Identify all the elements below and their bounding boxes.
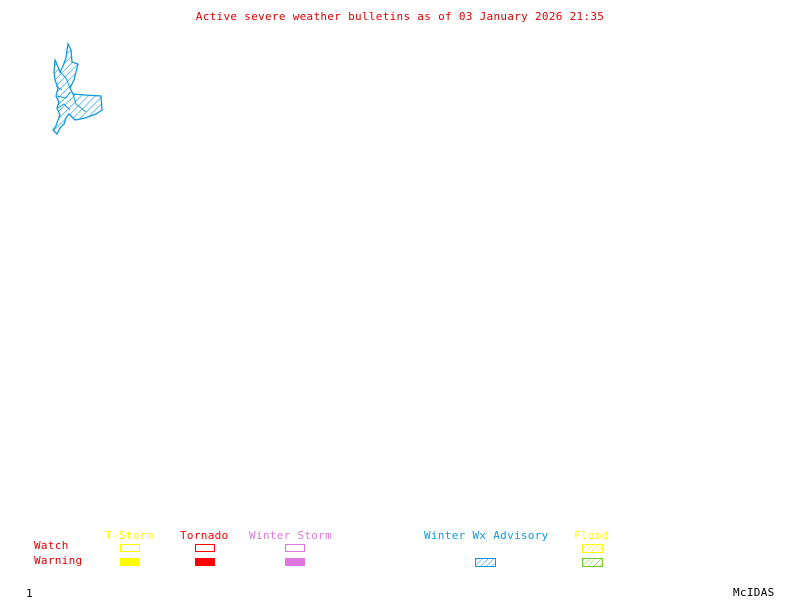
winter-storm-warning-swatch	[285, 558, 305, 566]
tornado-watch-swatch	[195, 544, 215, 552]
winter-advisory-warning-swatch	[475, 558, 496, 567]
flood-warning-swatch	[582, 558, 603, 567]
frame-number: 1	[26, 587, 33, 600]
legend-header-tornado: Tornado	[180, 529, 229, 542]
tstorm-warning-swatch	[120, 558, 140, 566]
winter-storm-watch-swatch	[285, 544, 305, 552]
legend-header-winter-storm: Winter Storm	[249, 529, 333, 542]
bulletin-title: Active severe weather bulletins as of 03…	[195, 10, 605, 23]
software-label: McIDAS	[733, 586, 775, 599]
legend-header-winter-advisory: Winter Wx Advisory	[424, 529, 549, 542]
flood-watch-swatch	[582, 544, 603, 553]
advisory-region-internal-boundaries	[55, 71, 87, 113]
tornado-warning-swatch	[195, 558, 215, 566]
legend-row-watch: Watch	[34, 539, 69, 552]
legend-header-flood: Flood	[574, 529, 609, 542]
legend-header-tstorm: T-Storm	[105, 529, 154, 542]
advisory-region-polygon	[52, 41, 103, 136]
tstorm-watch-swatch	[120, 544, 140, 552]
legend-row-warning: Warning	[34, 554, 83, 567]
